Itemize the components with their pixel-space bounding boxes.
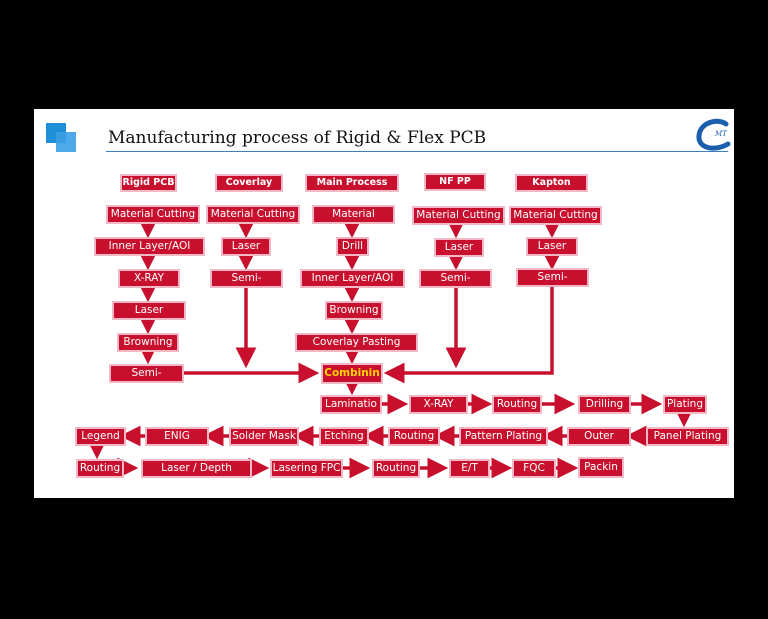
step-coverlay-laser: Laser (221, 237, 271, 256)
step-rigid-browning: Browning (117, 333, 179, 352)
step-kapton-laser: Laser (526, 237, 578, 256)
step-laser-depth: Laser / Depth (141, 459, 252, 478)
c-logo-icon: MT (696, 118, 731, 151)
step-coverlay-semi: Semi- (210, 269, 283, 288)
blue-squares-icon-overlay (56, 132, 76, 152)
step-kapton-material-cutting: Material Cutting (509, 206, 602, 225)
step-fqc: FQC (512, 459, 556, 478)
step-routing-2: Routing (388, 427, 440, 446)
svg-text:MT: MT (714, 130, 728, 138)
header-rigid-pcb: Rigid PCB (120, 174, 177, 192)
step-nfpp-laser: Laser (434, 238, 484, 257)
step-rigid-xray: X-RAY (118, 269, 180, 288)
step-nfpp-material-cutting: Material Cutting (412, 206, 505, 225)
arrow-connector (383, 287, 554, 384)
header-nf-pp: NF PP (424, 173, 486, 191)
step-drilling: Drilling (578, 395, 631, 414)
step-rigid-laser: Laser (112, 301, 186, 320)
step-outer: Outer (567, 427, 631, 446)
step-enig: ENIG (145, 427, 209, 446)
step-routing-1: Routing (492, 395, 542, 414)
step-main-material: Material (312, 205, 395, 224)
header-coverlay: Coverlay (215, 174, 283, 192)
header-main-process: Main Process (305, 174, 399, 192)
step-main-coverlay-pasting: Coverlay Pasting (295, 333, 418, 352)
step-routing-3: Routing (76, 459, 124, 478)
step-etching: Etching (319, 427, 369, 446)
step-main-drill: Drill (336, 237, 369, 256)
step-pattern-plating: Pattern Plating (459, 427, 548, 446)
step-rigid-semi: Semi- (109, 364, 184, 383)
step-legend: Legend (75, 427, 126, 446)
header-kapton: Kapton (515, 174, 588, 192)
title-divider (106, 151, 728, 152)
step-main-inner-layer-aoi: Inner Layer/AOI (300, 269, 405, 288)
step-packing: Packin (578, 457, 624, 478)
step-kapton-semi: Semi- (516, 268, 589, 287)
step-panel-plating: Panel Plating (646, 427, 729, 446)
step-combining: Combinin (321, 363, 383, 384)
step-solder-mask: Solder Mask (229, 427, 299, 446)
step-rigid-material-cutting: Material Cutting (106, 205, 200, 224)
step-coverlay-material-cutting: Material Cutting (206, 205, 300, 224)
step-nfpp-semi: Semi- (419, 269, 492, 288)
step-routing-4: Routing (372, 459, 420, 478)
step-lasering-fpc: Lasering FPC (270, 459, 343, 478)
step-et: E/T (449, 459, 490, 478)
page-title: Manufacturing process of Rigid & Flex PC… (108, 128, 487, 148)
step-xray-2: X-RAY (409, 395, 468, 414)
step-main-browning: Browning (325, 301, 383, 320)
step-plating: Plating (663, 395, 707, 414)
step-rigid-inner-layer-aoi: Inner Layer/AOI (94, 237, 205, 256)
step-lamination: Laminatio (320, 395, 382, 414)
